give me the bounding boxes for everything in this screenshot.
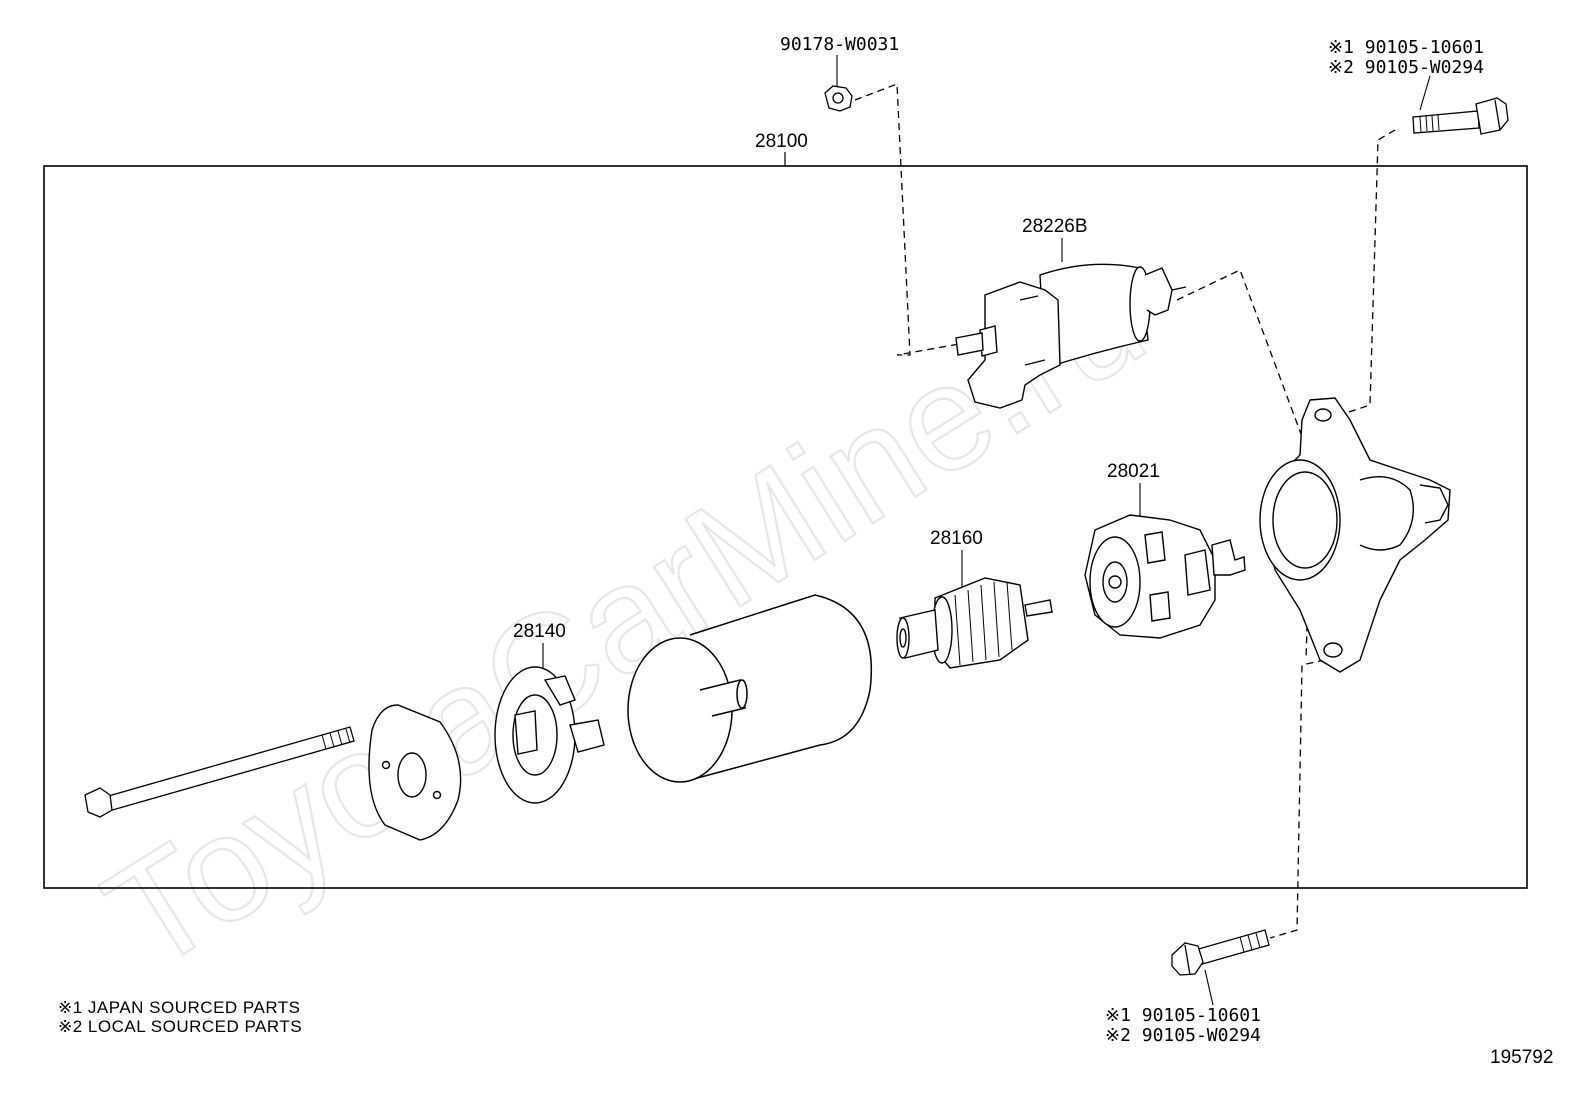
- label-assembly: 28100: [755, 131, 808, 152]
- nut-part: [824, 85, 853, 112]
- legend-local: ※2 LOCAL SOURCED PARTS: [58, 1017, 303, 1036]
- yoke-part: [627, 594, 872, 783]
- label-solenoid: 28226B: [1022, 216, 1088, 237]
- label-brush-holder: 28021: [1107, 461, 1160, 482]
- drive-housing-part: [1259, 397, 1451, 673]
- diagram-id: 195792: [1490, 1047, 1554, 1068]
- label-armature: 28160: [930, 528, 983, 549]
- label-bolt-top-line1: ※1 90105-10601: [1328, 37, 1484, 58]
- end-frame-part: [494, 666, 605, 804]
- label-leaders: [542, 55, 1431, 1006]
- bolt-top-part: [1412, 97, 1509, 135]
- brush-holder-part: [1084, 514, 1246, 639]
- armature-part: [896, 577, 1053, 669]
- label-end-frame: 28140: [513, 621, 566, 642]
- label-bolt-bottom-line1: ※1 90105-10601: [1105, 1005, 1261, 1026]
- label-nut-top: 90178-W0031: [780, 34, 900, 55]
- label-bolt-bottom-line2: ※2 90105-W0294: [1105, 1025, 1261, 1046]
- through-bolt-part: [84, 726, 355, 818]
- label-bolt-top-line2: ※2 90105-W0294: [1328, 57, 1484, 78]
- solenoid-part: [955, 263, 1187, 409]
- bolt-bottom-part: [1171, 929, 1270, 976]
- legend-japan: ※1 JAPAN SOURCED PARTS: [58, 998, 301, 1017]
- end-cover-part: [368, 704, 462, 841]
